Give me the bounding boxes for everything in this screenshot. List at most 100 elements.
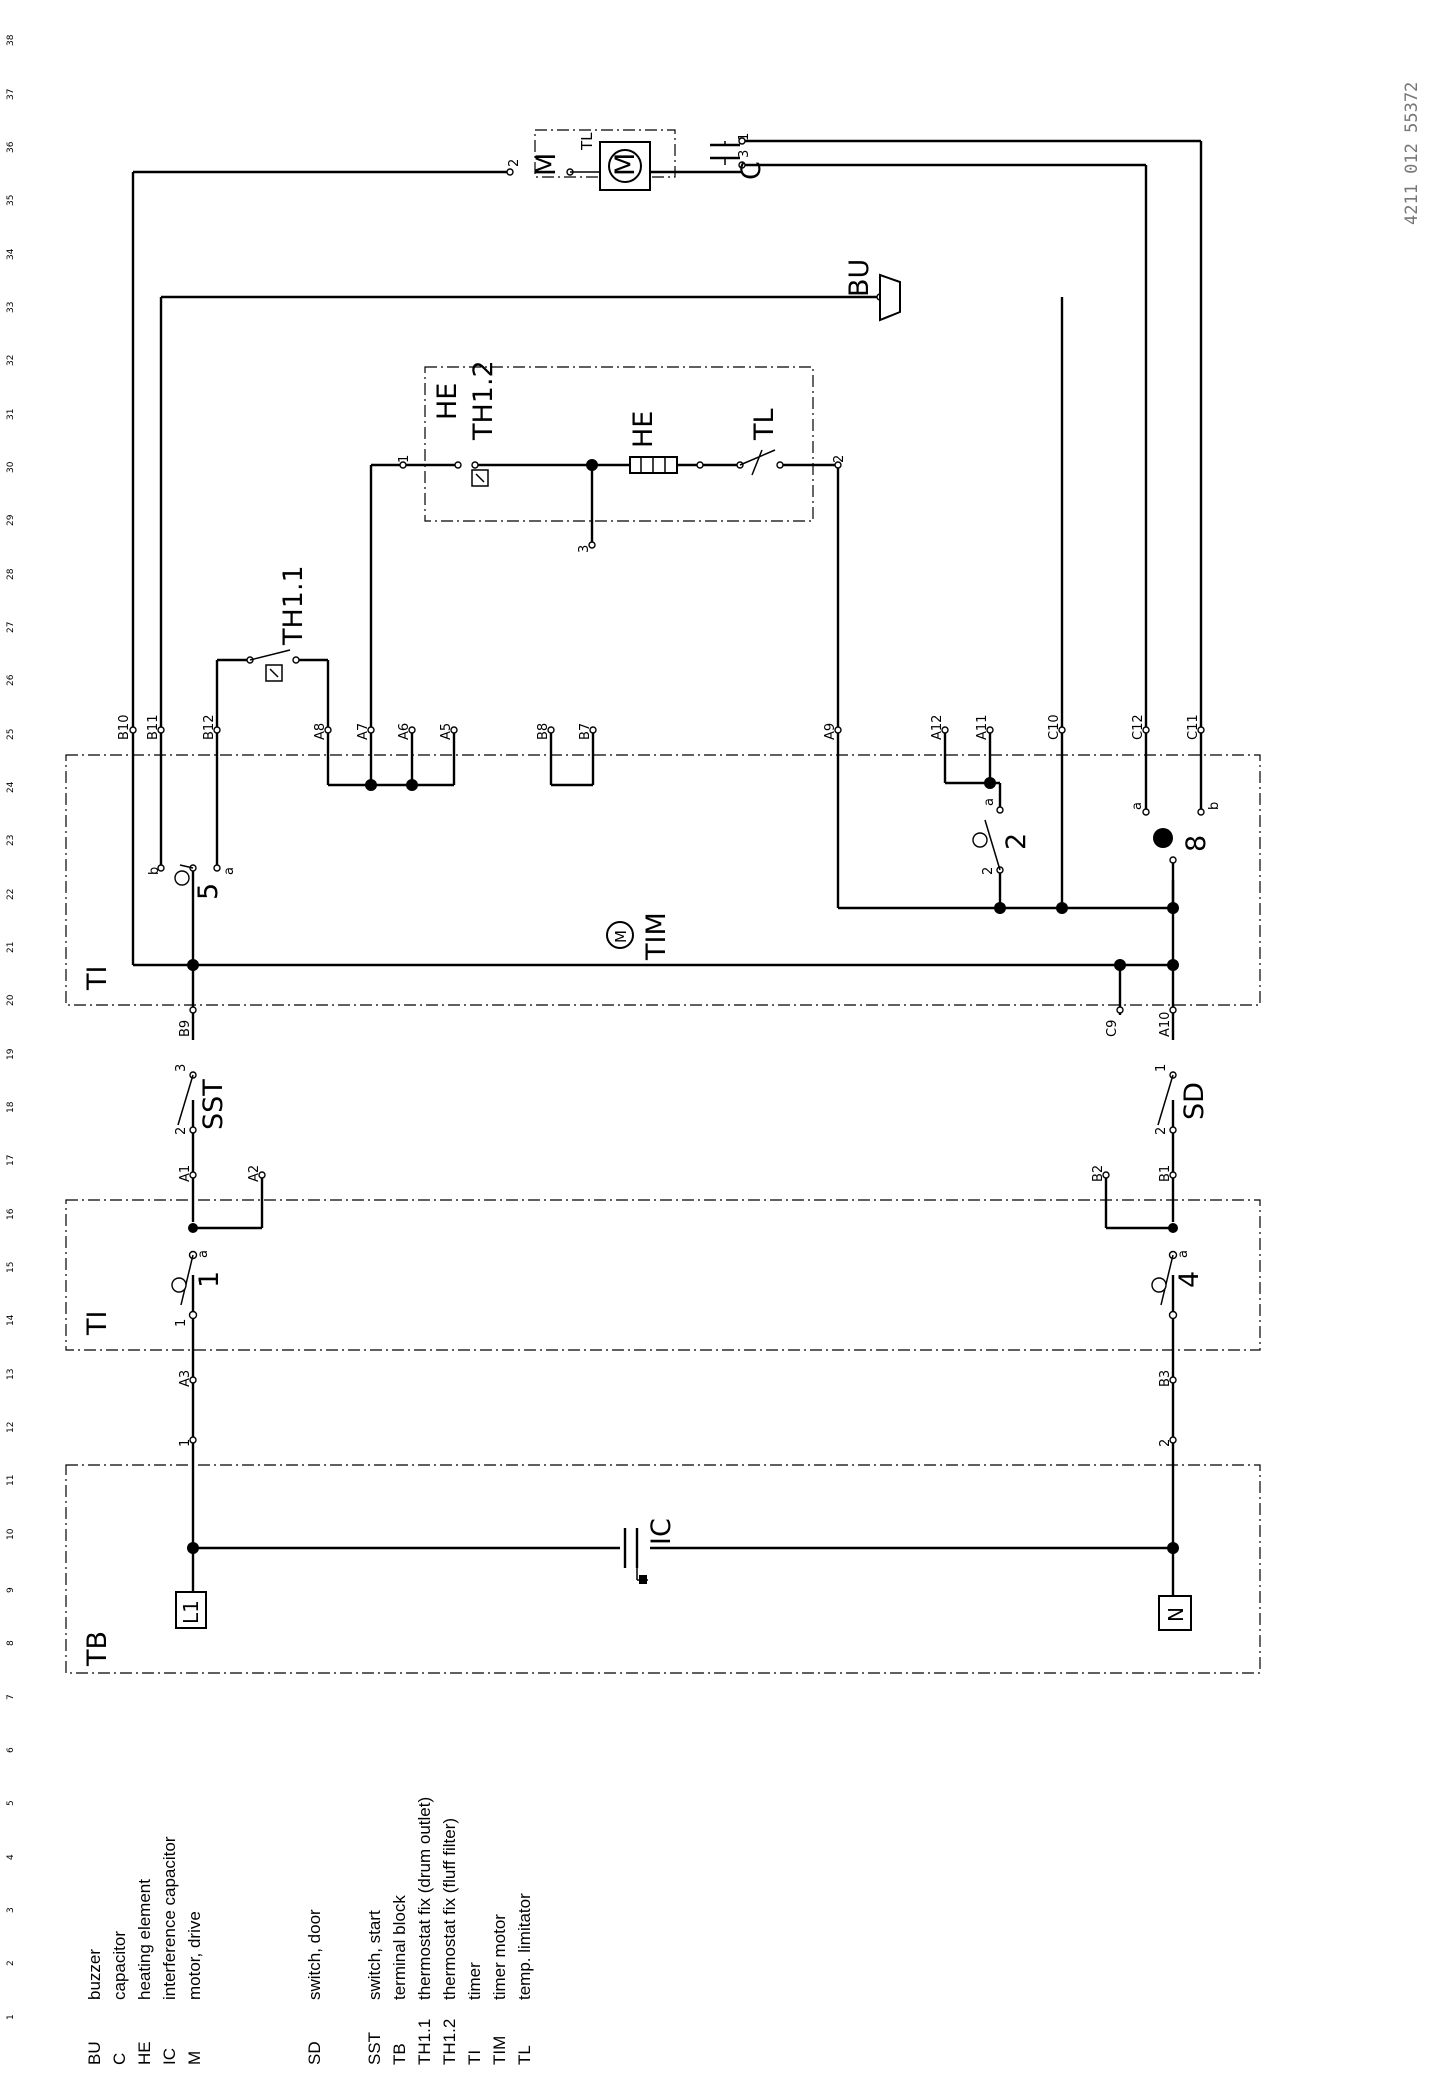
he-label: HE (628, 411, 659, 448)
pin-l1-n1: 1 (178, 1439, 193, 1447)
pin-b9: B9 (178, 1020, 193, 1037)
start-switch (177, 1071, 197, 1134)
ruler-27: 27 (6, 622, 16, 633)
pin-a10: A10 (1158, 1012, 1173, 1037)
terminal-l1-label: L1 (179, 1600, 203, 1624)
legend-code-bu: BU (85, 2041, 104, 2065)
contact-2-sd: 2 (1154, 1127, 1169, 1135)
sst-label: SST (198, 1079, 229, 1130)
ruler-36: 36 (6, 141, 16, 153)
pin-a9: A9 (823, 723, 838, 740)
motor-box (534, 129, 676, 178)
ruler-1: 1 (6, 2014, 16, 2020)
ruler-25: 25 (6, 729, 16, 740)
legend-code-tl: TL (515, 2045, 534, 2065)
ruler-28: 28 (6, 568, 16, 580)
pin-c12: C12 (1131, 714, 1146, 740)
he-box-label: HE (432, 383, 463, 420)
tim-label: TIM (641, 912, 672, 961)
door-switch (1157, 1071, 1177, 1134)
contact-2-sw2: 2 (981, 867, 996, 875)
pin-b11: B11 (146, 715, 161, 740)
pin-heater-3: 3 (577, 545, 592, 553)
ruler-38: 38 (6, 34, 16, 46)
contact-2-sst: 2 (174, 1127, 189, 1135)
timer-motor-glyph: M (612, 930, 630, 943)
terminal-pins (129, 461, 1205, 1444)
ruler-12: 12 (6, 1422, 16, 1433)
timer-box-upper (65, 754, 1261, 1006)
ruler-35: 35 (6, 195, 16, 206)
ruler-37: 37 (6, 89, 16, 100)
legend-desc-th12: thermostat fix (fluff filter) (440, 1818, 459, 2000)
tl-motor-label: TL (578, 132, 596, 151)
legend-code-ic: IC (160, 2048, 179, 2065)
switch-5-label: 5 (193, 883, 224, 900)
contact-3-sst: 3 (174, 1064, 189, 1072)
pin-labels: B10 B11 B12 A8 A7 A6 A5 B8 B7 A9 A12 A11… (117, 455, 1201, 1447)
interference-capacitor (620, 1528, 650, 1584)
pin-b3: B3 (1158, 1370, 1173, 1387)
legend-code-ti: TI (465, 2050, 484, 2065)
m-label: M (531, 153, 562, 176)
timer-label-lower: TI (82, 1311, 113, 1336)
ruler-3: 3 (6, 1907, 16, 1913)
junctions (187, 459, 1179, 1554)
switch-1-label: 1 (194, 1271, 225, 1288)
pin-b7: B7 (578, 723, 593, 740)
contact-b-sw8: b (1207, 802, 1222, 810)
legend-desc-ti: timer (465, 1962, 484, 2000)
legend-desc-tl: temp. limitator (515, 1893, 534, 2000)
cap-pin-1: 1 (737, 133, 752, 141)
ruler-15: 15 (6, 1262, 16, 1273)
thermostat-th1-2 (454, 461, 489, 487)
ruler-5: 5 (6, 1800, 16, 1806)
pin-heater-1: 1 (397, 455, 412, 463)
pin-a6: A6 (397, 723, 412, 740)
ruler-17: 17 (6, 1155, 16, 1166)
ruler-24: 24 (6, 781, 16, 793)
ruler-13: 13 (6, 1369, 16, 1380)
ruler: 1 2 3 4 5 6 7 8 9 10 11 12 13 14 15 16 1… (6, 34, 16, 2020)
pin-a5: A5 (439, 723, 454, 740)
legend-code-c: C (110, 2053, 129, 2065)
ruler-29: 29 (6, 514, 16, 526)
temp-limiter (736, 449, 784, 476)
terminal-l1 (175, 1591, 207, 1629)
pin-n-n2: 2 (1158, 1439, 1173, 1447)
motor-pin-2: 2 (507, 159, 522, 167)
terminal-n (1158, 1595, 1192, 1631)
pin-a8: A8 (313, 723, 328, 740)
pin-b8: B8 (536, 723, 551, 740)
ruler-14: 14 (6, 1314, 16, 1326)
contact-1-sd: 1 (1154, 1064, 1169, 1072)
legend-desc-ic: interference capacitor (160, 1836, 179, 2000)
ruler-18: 18 (6, 1101, 16, 1113)
ruler-34: 34 (6, 248, 16, 260)
heater-box (424, 366, 814, 522)
switch-2-label: 2 (1001, 833, 1032, 850)
ruler-31: 31 (6, 409, 16, 420)
th1-2-label: TH1.2 (468, 360, 499, 441)
switch-4-label: 4 (1174, 1271, 1205, 1288)
contact-b-sw5: b (147, 867, 162, 875)
ruler-21: 21 (6, 942, 16, 953)
pin-b12: B12 (202, 715, 217, 740)
contact-a-sw2: a (982, 798, 997, 806)
ruler-8: 8 (6, 1640, 16, 1646)
ruler-6: 6 (6, 1747, 16, 1753)
ruler-33: 33 (6, 302, 16, 313)
ruler-22: 22 (6, 889, 16, 900)
pin-c9: C9 (1105, 1020, 1120, 1037)
legend-code-m: M (185, 2051, 204, 2065)
legend-code-sd: SD (305, 2041, 324, 2065)
ic-label: IC (646, 1518, 677, 1545)
pin-a12: A12 (930, 715, 945, 740)
ruler-2: 2 (6, 1960, 16, 1966)
sd-label: SD (1179, 1082, 1210, 1120)
c-label: C (736, 161, 767, 180)
legend-desc-sd: switch, door (305, 1909, 324, 2000)
drive-motor-glyph: M (610, 153, 641, 176)
legend-code-tim: TIM (490, 2036, 509, 2065)
